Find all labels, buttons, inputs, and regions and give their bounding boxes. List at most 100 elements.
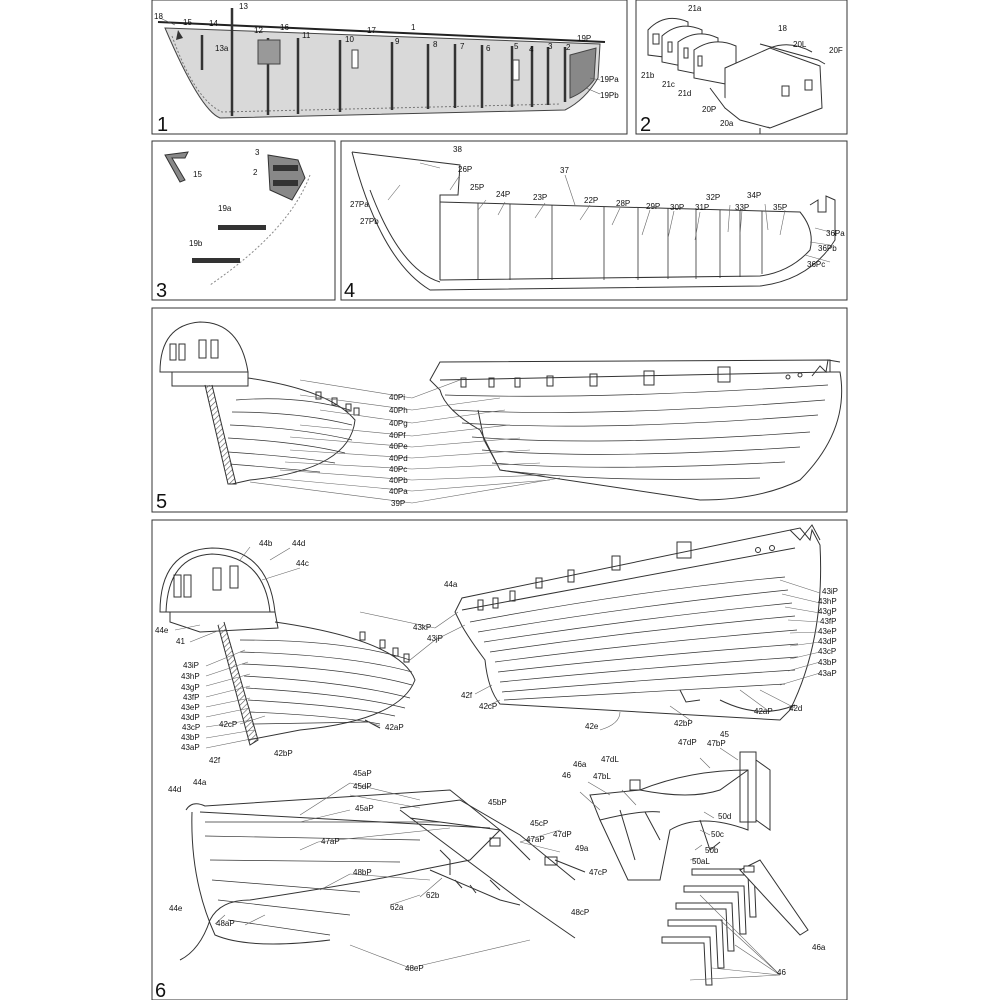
p6-label-43fP: 43fP — [183, 693, 199, 702]
p6-label-43bP-side: 43bP — [818, 658, 837, 667]
p6-label-44e-bow: 44e — [169, 904, 183, 913]
p6-label-48bP: 48bP — [353, 868, 372, 877]
p2-label-21d: 21d — [678, 89, 691, 98]
p2-label-20L: 20L — [793, 40, 807, 49]
p6-label-42f-stern: 42f — [209, 756, 221, 765]
panel-4-frame — [340, 140, 848, 301]
p1-label-19P: 19P — [577, 34, 591, 43]
panel-6-frame — [151, 519, 848, 1000]
p3-label-3: 3 — [255, 148, 260, 157]
p4-label-38: 38 — [453, 145, 462, 154]
p6-label-42cP: 42cP — [219, 720, 237, 729]
p6-label-62b: 62b — [426, 891, 440, 900]
p2-label-21a: 21a — [688, 4, 702, 13]
p1-label-11: 11 — [302, 31, 311, 40]
p4-label-23P: 23P — [533, 193, 547, 202]
panel-5-frame — [151, 307, 848, 513]
p2-label-18: 18 — [778, 24, 787, 33]
panel-4-labels: 38 26P 27Pa 27Pb 25P 24P 23P 37 22P 28P … — [350, 145, 845, 269]
p6-label-50c: 50c — [711, 830, 724, 839]
p6-label-48aP: 48aP — [216, 919, 235, 928]
p4-label-31P: 31P — [695, 203, 709, 212]
p6-label-44b: 44b — [259, 539, 273, 548]
p1-label-13a: 13a — [215, 44, 229, 53]
p3-label-15: 15 — [193, 170, 202, 179]
panel-5-number: 5 — [156, 491, 167, 513]
p6-label-50d: 50d — [718, 812, 731, 821]
p6-label-42f-side: 42f — [461, 691, 473, 700]
p4-label-36Pb: 36Pb — [818, 244, 837, 253]
p6-label-47aP: 47aP — [321, 837, 340, 846]
p6-label-43eP-side: 43eP — [818, 627, 837, 636]
p6-label-62a: 62a — [390, 903, 404, 912]
p4-label-26P: 26P — [458, 165, 472, 174]
p1-label-16: 16 — [280, 23, 289, 32]
p1-label-2: 2 — [566, 43, 571, 52]
p4-label-36Pa: 36Pa — [826, 229, 845, 238]
p6-label-43eP: 43eP — [181, 703, 200, 712]
panel-3-drawing: 15 3 2 19a 19b — [164, 148, 311, 286]
p6-label-42aP-side: 42aP — [754, 707, 773, 716]
p5-label-40Pa: 40Pa — [389, 487, 408, 496]
panel-2-labels: 21a 21b 21c 21d 18 20L 20F 20P 20a — [641, 4, 843, 128]
p4-label-28P: 28P — [616, 199, 630, 208]
panel-3-number: 3 — [156, 280, 167, 302]
p5-label-40Pf: 40Pf — [389, 431, 406, 440]
p5-label-40Pe: 40Pe — [389, 442, 408, 451]
p1-label-18: 18 — [154, 12, 163, 21]
p6-label-42cP-side: 42cP — [479, 702, 497, 711]
p4-label-22P: 22P — [584, 196, 598, 205]
p1-label-7: 7 — [460, 42, 465, 51]
p1-label-10: 10 — [345, 35, 354, 44]
p6-label-43fP-side: 43fP — [820, 617, 836, 626]
p4-label-37: 37 — [560, 166, 569, 175]
p6-label-43cP-side: 43cP — [818, 647, 836, 656]
p6-label-44a-bow: 44a — [193, 778, 207, 787]
p6-label-43gP-side: 43gP — [818, 607, 837, 616]
panel-6-drawing — [159, 524, 822, 986]
p6-label-43cP: 43cP — [182, 723, 200, 732]
p2-label-21c: 21c — [662, 80, 675, 89]
p4-label-34P: 34P — [747, 191, 761, 200]
p6-label-47dL: 47dL — [601, 755, 619, 764]
p6-label-43hP: 43hP — [181, 672, 200, 681]
p6-label-43dP-side: 43dP — [818, 637, 837, 646]
p6-label-45bP: 45bP — [488, 798, 507, 807]
p6-label-44c: 44c — [296, 559, 309, 568]
p5-label-39P: 39P — [391, 499, 405, 508]
p6-label-42bP-side: 42bP — [674, 719, 693, 728]
p6-label-43iP-side: 43iP — [822, 587, 838, 596]
p1-label-19Pa: 19Pa — [600, 75, 619, 84]
p6-label-45dP: 45dP — [353, 782, 372, 791]
panel-2-drawing — [647, 17, 826, 134]
p6-label-47cP: 47cP — [589, 868, 607, 877]
p3-label-2: 2 — [253, 168, 258, 177]
p1-label-4: 4 — [529, 45, 534, 54]
p4-label-29P: 29P — [646, 202, 660, 211]
p6-label-47bP: 47bP — [707, 739, 726, 748]
p3-label-19b: 19b — [189, 239, 203, 248]
p6-label-46a-knee: 46a — [812, 943, 826, 952]
p6-label-43kP: 43kP — [413, 623, 431, 632]
p6-label-50b: 50b — [705, 846, 719, 855]
p6-label-43jP: 43jP — [427, 634, 443, 643]
p6-label-45cP: 45cP — [530, 819, 548, 828]
p1-label-12: 12 — [254, 26, 263, 35]
p4-label-33P: 33P — [735, 203, 749, 212]
p1-label-5: 5 — [514, 42, 519, 51]
p6-label-41: 41 — [176, 637, 185, 646]
panel-1-number: 1 — [157, 114, 168, 136]
panel-4-drawing — [351, 151, 836, 291]
p2-label-20P: 20P — [702, 105, 716, 114]
p1-label-8: 8 — [433, 40, 438, 49]
p5-label-40Pb: 40Pb — [389, 476, 408, 485]
p6-label-43aP-side: 43aP — [818, 669, 837, 678]
panel-1-frame — [151, 0, 628, 135]
p1-label-9: 9 — [395, 37, 400, 46]
panel-6-number: 6 — [155, 980, 166, 1000]
p1-label-17: 17 — [367, 26, 376, 35]
p5-label-40Pi: 40Pi — [389, 393, 405, 402]
p6-label-47bL: 47bL — [593, 772, 611, 781]
p6-label-46a: 46a — [573, 760, 587, 769]
